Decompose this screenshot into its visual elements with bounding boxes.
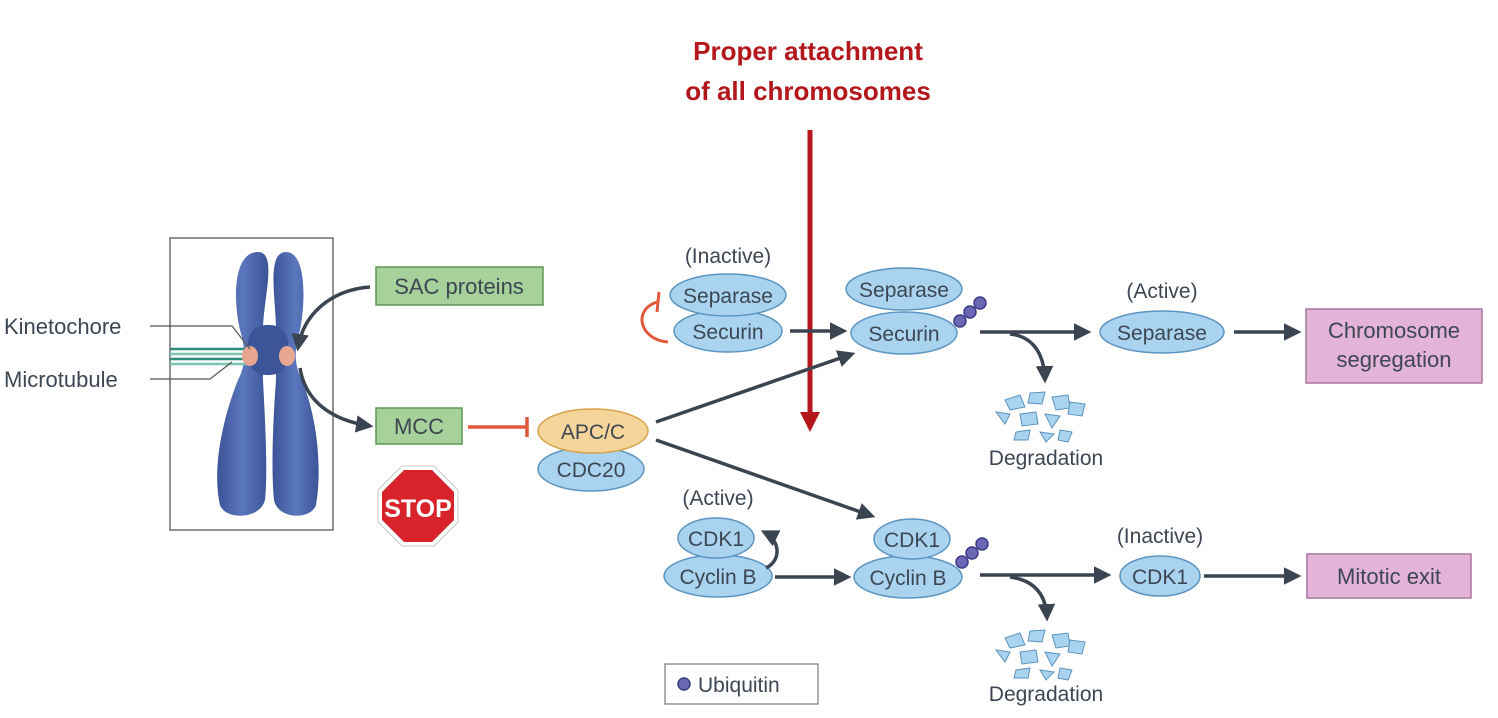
securin-inhibits-separase <box>640 300 669 344</box>
sac-to-chromosome-arrow <box>291 285 371 352</box>
securin-label: Securin <box>692 321 763 344</box>
cdk1-2-label: CDK1 <box>884 529 940 552</box>
securin-ubiquitin-chain-icon <box>953 296 987 328</box>
mcc-label: MCC <box>394 414 444 439</box>
mitotic-exit-label: Mitotic exit <box>1337 564 1441 589</box>
securin-inhibit-bar <box>655 291 661 313</box>
microtubule-label: Microtubule <box>4 367 118 392</box>
separase-label: Separase <box>683 285 773 308</box>
separase-active-ellipse <box>1099 310 1225 354</box>
chromosome-to-mcc-arrow <box>298 367 374 433</box>
cdk1-active-label: (Active) <box>682 487 753 510</box>
cdk1-inactive-ellipse <box>1119 555 1201 597</box>
cdk-degradation-label: Degradation <box>989 683 1103 706</box>
kinetochore-right <box>279 346 295 366</box>
cyclin-activates-cdk1-arrow <box>760 530 781 570</box>
microtubule-leader <box>150 361 233 380</box>
cdk1-inactive-text: CDK1 <box>1132 566 1188 589</box>
kinetochore-label: Kinetochore <box>4 314 121 339</box>
sac-proteins-label: SAC proteins <box>394 274 524 299</box>
degradation-fragments-icon <box>994 391 1086 443</box>
title-line-1: Proper attachment <box>693 36 923 66</box>
cdk1-label: CDK1 <box>688 528 744 551</box>
ubiquitin-legend-icon <box>677 677 691 691</box>
cyclin-to-degradation-arrow <box>1009 575 1056 622</box>
cdc20-label: CDC20 <box>557 459 626 482</box>
degradation-fragments-icon-2 <box>994 629 1086 681</box>
microtubule-bundle <box>170 347 248 366</box>
separase-active-label: (Active) <box>1126 280 1197 303</box>
stop-sign-label: STOP <box>384 495 452 523</box>
securin-2-ellipse <box>850 311 958 355</box>
securin-to-degradation-arrow <box>1009 332 1054 384</box>
separase-2-label: Separase <box>859 279 949 302</box>
cdk1-ellipse <box>677 517 755 559</box>
chromosome-segregation-box <box>1305 308 1483 384</box>
cyclin-b-label: Cyclin B <box>679 566 756 589</box>
securin-2-label: Securin <box>868 323 939 346</box>
separase-inactive-label: (Inactive) <box>685 245 771 268</box>
separase-active-text: Separase <box>1117 322 1207 345</box>
title-line-2: of all chromosomes <box>685 76 931 106</box>
separase-2-ellipse <box>845 267 963 311</box>
kinetochore-left <box>242 346 258 366</box>
apc-to-cyclin-arrow <box>655 438 876 520</box>
chromosome-segregation-line2: segregation <box>1337 347 1452 372</box>
cyclin-ubiquitin-chain-icon <box>955 537 989 569</box>
cyclin-b-2-label: Cyclin B <box>869 567 946 590</box>
separase-ellipse <box>669 273 787 317</box>
cdk1-inactive-label: (Inactive) <box>1117 525 1203 548</box>
apc-to-securin-arrow <box>655 350 856 424</box>
chromosome-segregation-line1: Chromosome <box>1328 318 1460 343</box>
sac-proteins-box <box>375 266 544 306</box>
stop-sign-icon <box>377 465 459 547</box>
cdk1-2-ellipse <box>873 518 951 560</box>
mcc-box <box>375 407 463 445</box>
separase-degradation-label: Degradation <box>989 447 1103 470</box>
chromosome <box>217 252 319 516</box>
ubiquitin-legend-label: Ubiquitin <box>698 674 780 697</box>
kinetochore-leader <box>150 325 251 350</box>
mitotic-exit-box <box>1306 553 1472 599</box>
apc-c-ellipse <box>537 408 649 454</box>
apc-c-label: APC/C <box>561 421 625 444</box>
